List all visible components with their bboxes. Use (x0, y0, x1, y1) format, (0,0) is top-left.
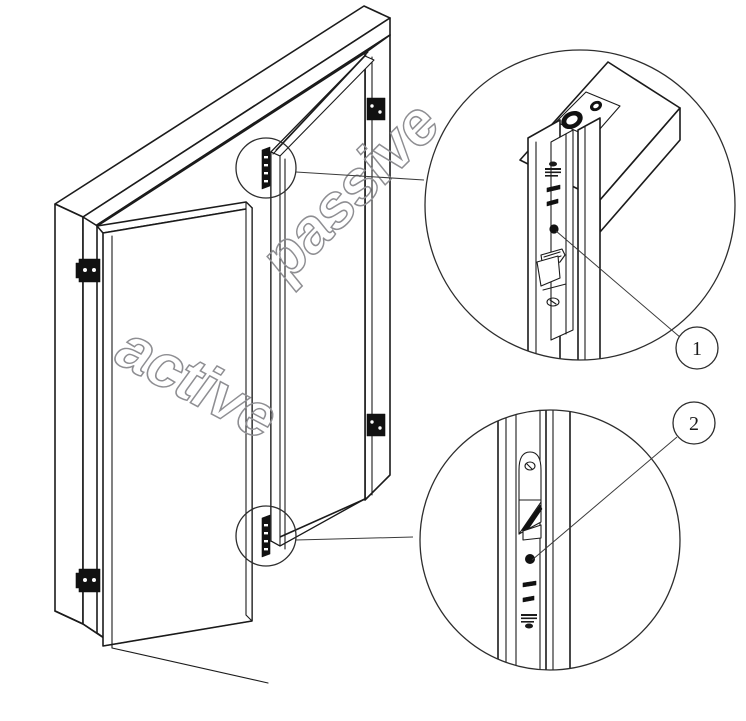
detail-operating-hole-bottom (525, 554, 535, 564)
callout-1-leader (555, 230, 682, 339)
upper-detail-contents (519, 61, 681, 360)
lower-detail-view (419, 409, 681, 671)
detail2-bolt-label (521, 614, 537, 629)
detail-bolt-label (545, 161, 561, 177)
upper-detail-circle-outline (424, 49, 736, 361)
detail-flush-bolt-body (550, 129, 574, 341)
hinge-passive-lower (366, 413, 386, 437)
swing-reference-line-lower (279, 497, 367, 547)
swing-reference-line-upper-b (275, 51, 369, 151)
callout-2-bubble[interactable] (672, 401, 716, 445)
hinge-frame-jamb-upper (75, 258, 101, 283)
detail-marker-circle-bottom (235, 505, 297, 567)
upper-detail-view (424, 49, 736, 361)
passive-door-edge-stile (270, 151, 281, 547)
hinge-group (75, 97, 386, 593)
frame-jamb-bottom-edge (54, 610, 108, 641)
flush-bolt-group (261, 146, 271, 558)
callout-2-number: 2 (689, 413, 699, 435)
detail-strike-plate (555, 91, 621, 139)
callout-1-number: 1 (692, 338, 702, 360)
passive-door: passive (250, 51, 450, 550)
floor-reference-line (111, 647, 269, 684)
detail-leader-line-bottom (295, 536, 414, 541)
active-door: active (96, 201, 293, 684)
callout-2-leader (531, 436, 678, 561)
callout-2[interactable]: 2 (531, 401, 716, 561)
lower-detail-contents (497, 410, 571, 670)
detail2-flush-bolt-body (515, 410, 541, 670)
flush-bolt-bottom-small (261, 514, 271, 558)
active-door-bottom-edge (102, 620, 253, 647)
callout-1[interactable]: 1 (555, 230, 719, 370)
flush-bolt-top-small (261, 146, 271, 190)
hinge-frame-jamb-lower (75, 568, 101, 593)
callout-1-bubble[interactable] (675, 326, 719, 370)
detail2-bolt-lever (518, 499, 543, 541)
detail-frame-stop (577, 117, 601, 360)
detail2-bolt-head (518, 451, 542, 501)
detail-bolt-lever-top (536, 248, 566, 287)
lower-detail-circle-outline (419, 409, 681, 671)
swing-reference-line-upper-a (272, 54, 367, 155)
detail-leader-line-top (295, 171, 425, 181)
detail2-frame-stop (545, 410, 571, 670)
detail-marker-circle-top (235, 137, 297, 199)
hinge-passive-upper (366, 97, 386, 121)
